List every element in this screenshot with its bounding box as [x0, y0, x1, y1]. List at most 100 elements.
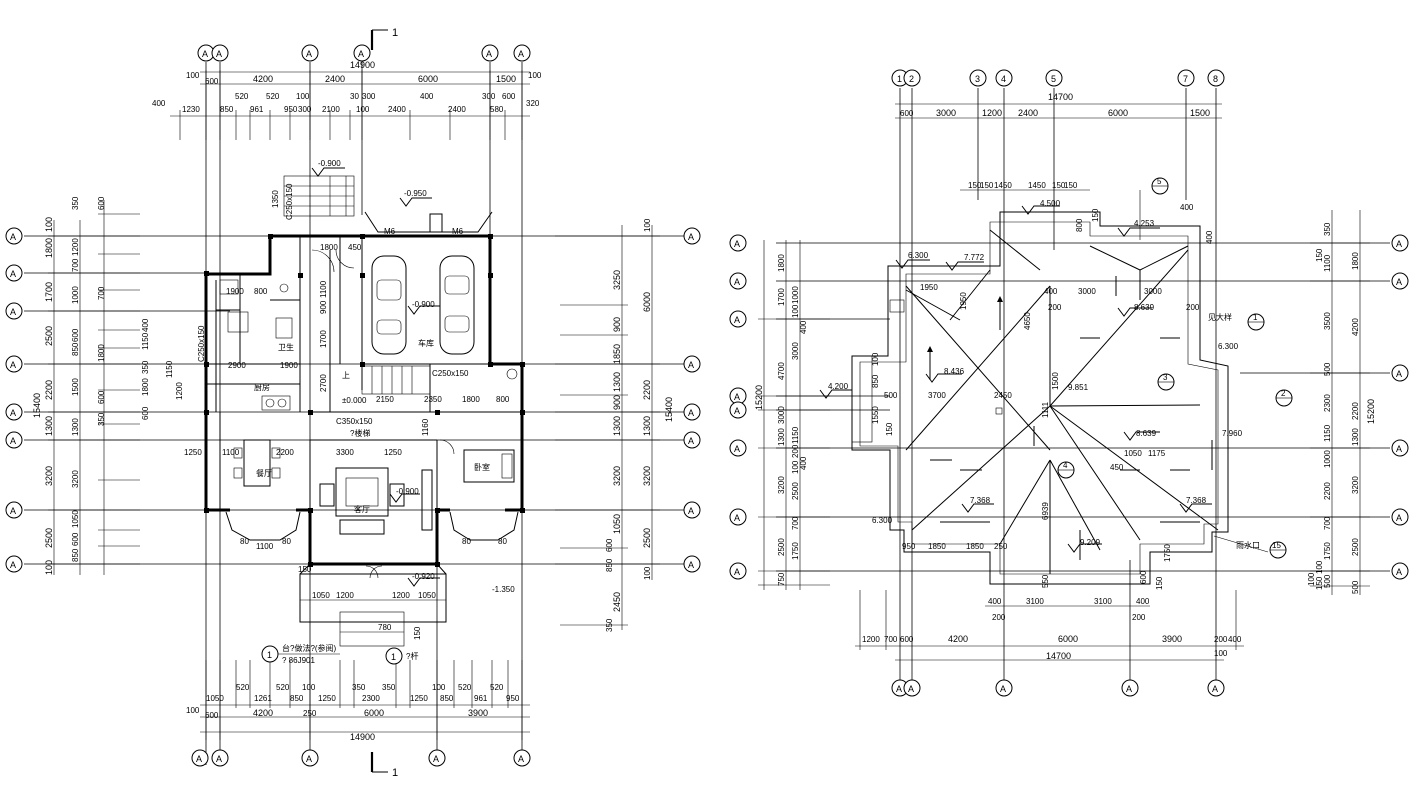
svg-text:6000: 6000 [1058, 634, 1078, 644]
axis-bubble: A [5, 355, 23, 373]
svg-text:900: 900 [319, 300, 328, 314]
svg-text:2450: 2450 [994, 391, 1012, 400]
svg-text:2200: 2200 [276, 448, 294, 457]
svg-text:A: A [196, 754, 202, 764]
svg-text:1100: 1100 [222, 448, 240, 457]
svg-text:1100: 1100 [256, 542, 274, 551]
svg-text:780: 780 [378, 623, 392, 632]
svg-text:6000: 6000 [1108, 108, 1128, 118]
roof-plan-left-axis-bubbles: A A A A A A A A [729, 234, 747, 580]
living-room-sofa-set [319, 467, 433, 535]
elevation-marker: 6.300 [872, 516, 893, 525]
svg-text:100: 100 [871, 352, 880, 366]
axis-bubble: A [729, 401, 747, 419]
dim-text: 100 [186, 71, 200, 80]
axis-bubble: A [683, 501, 701, 519]
bay-windows [225, 511, 519, 575]
svg-text:350: 350 [71, 196, 80, 210]
svg-text:A: A [518, 754, 524, 764]
svg-text:1175: 1175 [1148, 449, 1166, 458]
roof-plan: 1 2 3 4 5 7 8 14700 600 3000 1200 2400 6… [729, 69, 1409, 697]
svg-text:1900: 1900 [226, 287, 244, 296]
svg-text:1: 1 [1253, 313, 1258, 322]
svg-text:400: 400 [799, 320, 808, 334]
svg-text:-0.920: -0.920 [412, 572, 435, 581]
svg-text:5: 5 [1157, 177, 1162, 186]
svg-text:1050: 1050 [71, 510, 80, 528]
svg-text:500: 500 [1351, 580, 1360, 594]
dim-text: 400 [152, 99, 166, 108]
svg-text:500: 500 [1323, 362, 1332, 376]
svg-text:3: 3 [1163, 373, 1168, 382]
svg-text:1200: 1200 [982, 108, 1002, 118]
roof-plan-left-dimensions: 15200 1800 1700 4700 3000 1300 3200 2500… [754, 240, 830, 590]
svg-text:6939: 6939 [1041, 502, 1050, 520]
svg-text:150: 150 [1064, 181, 1078, 190]
svg-text:1300: 1300 [1351, 428, 1360, 446]
svg-text:6000: 6000 [364, 708, 384, 718]
svg-text:100: 100 [302, 683, 316, 692]
svg-text:A: A [1396, 513, 1402, 523]
svg-text:400: 400 [1180, 203, 1194, 212]
elevation-marker: 4.200 [819, 382, 852, 399]
axis-bubble: A [683, 555, 701, 573]
svg-text:1800: 1800 [141, 378, 150, 396]
svg-text:600: 600 [605, 538, 614, 552]
svg-text:A: A [734, 406, 740, 416]
svg-text:A: A [1000, 684, 1006, 694]
svg-text:A: A [433, 754, 439, 764]
dim-text: 850 [220, 105, 234, 114]
svg-text:15200: 15200 [1366, 399, 1376, 424]
svg-text:1250: 1250 [318, 694, 336, 703]
svg-text:850: 850 [871, 374, 880, 388]
svg-text:3300: 3300 [336, 448, 354, 457]
svg-text:520: 520 [458, 683, 472, 692]
svg-text:A: A [1126, 684, 1132, 694]
ground-plan-columns [204, 234, 525, 567]
svg-text:600: 600 [97, 390, 106, 404]
axis-bubble: A [301, 44, 319, 62]
svg-text:700: 700 [884, 635, 898, 644]
roof-outline [851, 211, 1229, 585]
dim-text: 2400 [388, 105, 406, 114]
svg-text:600: 600 [71, 532, 80, 546]
ground-plan-room-labels: 车库 客厅 餐厅 厨房 卫生 卧室 上 ?楼梯 [254, 338, 490, 514]
svg-text:A: A [688, 560, 694, 570]
svg-text:100: 100 [44, 217, 54, 232]
detail-mark: 3 [1157, 373, 1175, 391]
dim-text: 100 [356, 105, 370, 114]
svg-text:C250x150: C250x150 [285, 183, 294, 220]
svg-text:1000: 1000 [1323, 450, 1332, 468]
svg-text:?杆: ?杆 [406, 651, 418, 661]
overall-dimension: 14700 [1046, 651, 1071, 661]
dim-text: 2400 [325, 74, 345, 84]
ground-plan-bottom-dimensions: 1050 520 1261 520 850 100 1250 350 2300 … [186, 660, 530, 742]
elevation-marker: -0.900 [407, 300, 440, 315]
svg-text:2300: 2300 [1323, 394, 1332, 412]
svg-text:2500: 2500 [791, 482, 800, 500]
roof-plan-bottom-dimensions: 1200 700 600 4200 6000 3900 200 400 1470… [855, 590, 1244, 661]
svg-text:200: 200 [992, 613, 1006, 622]
svg-text:1200: 1200 [336, 591, 354, 600]
left-dim-text-column-2: 350 1200 700 1000 600 850 1500 1300 3200… [71, 196, 80, 562]
car-icon [439, 255, 475, 355]
svg-text:C250x150: C250x150 [197, 325, 206, 362]
svg-text:3100: 3100 [1094, 597, 1112, 606]
dim-text: 950 [284, 105, 298, 114]
svg-text:150: 150 [968, 181, 982, 190]
svg-text:A: A [734, 567, 740, 577]
elevation-marker: 8.639 [1123, 429, 1160, 441]
svg-text:1300: 1300 [71, 418, 80, 436]
svg-text:500: 500 [1323, 574, 1332, 588]
svg-text:100: 100 [1307, 572, 1316, 586]
entry-stairs [283, 175, 355, 217]
svg-text:2200: 2200 [642, 380, 652, 400]
dim-text: 961 [250, 105, 264, 114]
svg-text:? 86J901: ? 86J901 [282, 656, 315, 665]
elevation-marker: 6.300 [1218, 342, 1239, 351]
svg-text:350: 350 [141, 360, 150, 374]
svg-text:450: 450 [1110, 463, 1124, 472]
axis-bubble: A [1391, 508, 1409, 526]
roof-plan-bottom-axis-bubbles: A A A A A [891, 679, 1225, 697]
